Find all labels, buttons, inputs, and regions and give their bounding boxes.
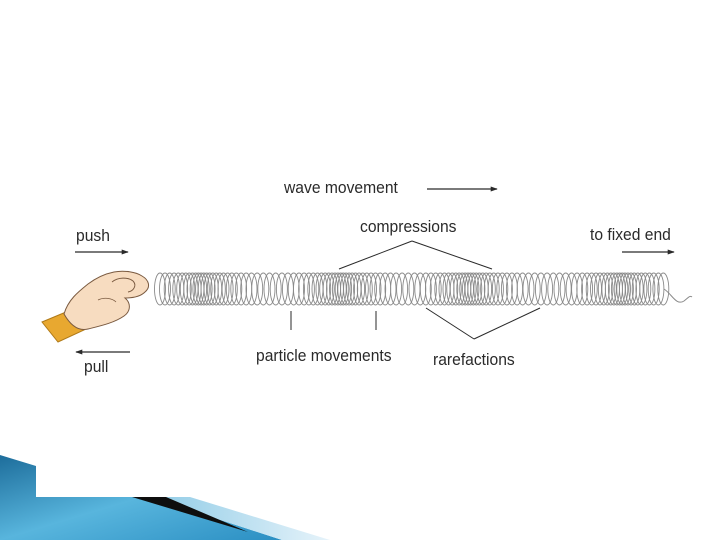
wave-movement-label: wave movement [284,178,398,198]
spring-coil [264,273,275,305]
compressions-pointer-left [339,241,412,269]
spring-coil [542,273,553,305]
hand-icon [42,271,149,342]
slinky-spring [155,273,669,305]
spring-coil [270,273,281,305]
decorative-slide-stripes [0,455,330,540]
compressions-pointer-right [412,241,492,269]
spring-coil [403,273,414,305]
rarefactions-pointer-left [426,308,474,339]
spring-coil [231,273,242,305]
compressions-label: compressions [360,217,456,237]
to-fixed-end-label: to fixed end [590,225,671,245]
spring-coil [626,273,637,305]
spring-coil [535,273,546,305]
spring-coil [548,273,559,305]
spring-coil [276,273,287,305]
spring-coil [529,273,540,305]
spring-coil [554,273,565,305]
rarefactions-label: rarefactions [433,350,515,370]
pull-label: pull [84,357,108,377]
spring-coil [258,273,269,305]
spring-coil [397,273,408,305]
hand-palm [64,271,149,329]
spring-coil [474,273,485,305]
spring-coil [454,273,465,305]
spring-coil [430,273,441,305]
particle-movements-label: particle movements [256,346,392,366]
push-label: push [76,226,110,246]
rarefactions-pointer-right [474,308,540,339]
